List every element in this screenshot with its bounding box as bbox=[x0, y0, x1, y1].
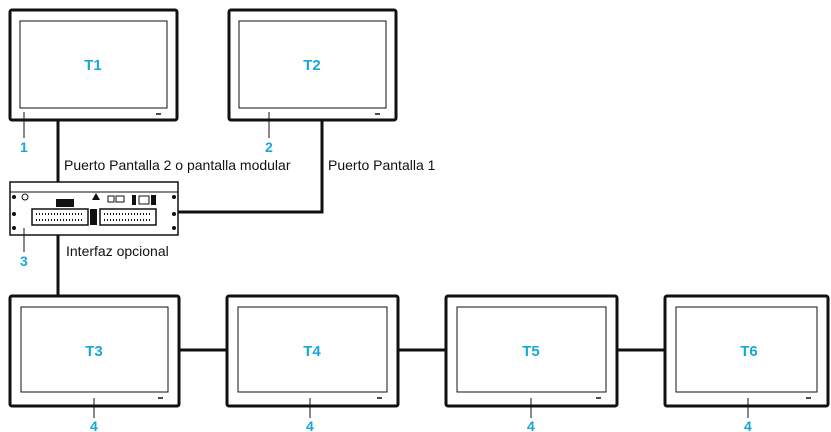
callout-4-t5: 4 bbox=[527, 418, 535, 432]
terminal-label-t4: T4 bbox=[303, 343, 321, 360]
callout-4-t4: 4 bbox=[306, 418, 314, 432]
terminal-t5: T5 bbox=[444, 294, 619, 408]
terminal-t6: T6 bbox=[663, 294, 830, 408]
display-port-1-label: Puerto Pantalla 1 bbox=[328, 157, 436, 173]
terminal-label-t3: T3 bbox=[85, 343, 103, 360]
callout-4-t3: 4 bbox=[90, 418, 98, 432]
display-port-2-label: Puerto Pantalla 2 o pantalla modular bbox=[64, 157, 291, 173]
terminal-label-t5: T5 bbox=[522, 343, 540, 360]
optional-interface-label: Interfaz opcional bbox=[66, 243, 169, 259]
terminal-t4: T4 bbox=[225, 294, 400, 408]
callout-4-t6: 4 bbox=[744, 418, 752, 432]
callout-2: 2 bbox=[265, 139, 273, 155]
controller-box bbox=[9, 181, 179, 236]
terminal-t1: T1 bbox=[8, 8, 179, 122]
terminal-t3: T3 bbox=[8, 294, 181, 408]
terminal-t2: T2 bbox=[227, 8, 398, 122]
callout-3: 3 bbox=[20, 253, 28, 269]
cable-t2-to-controller bbox=[178, 120, 324, 214]
terminal-label-t1: T1 bbox=[84, 57, 102, 74]
terminal-label-t2: T2 bbox=[303, 57, 321, 74]
terminal-label-t6: T6 bbox=[740, 343, 758, 360]
callout-1: 1 bbox=[20, 139, 28, 155]
